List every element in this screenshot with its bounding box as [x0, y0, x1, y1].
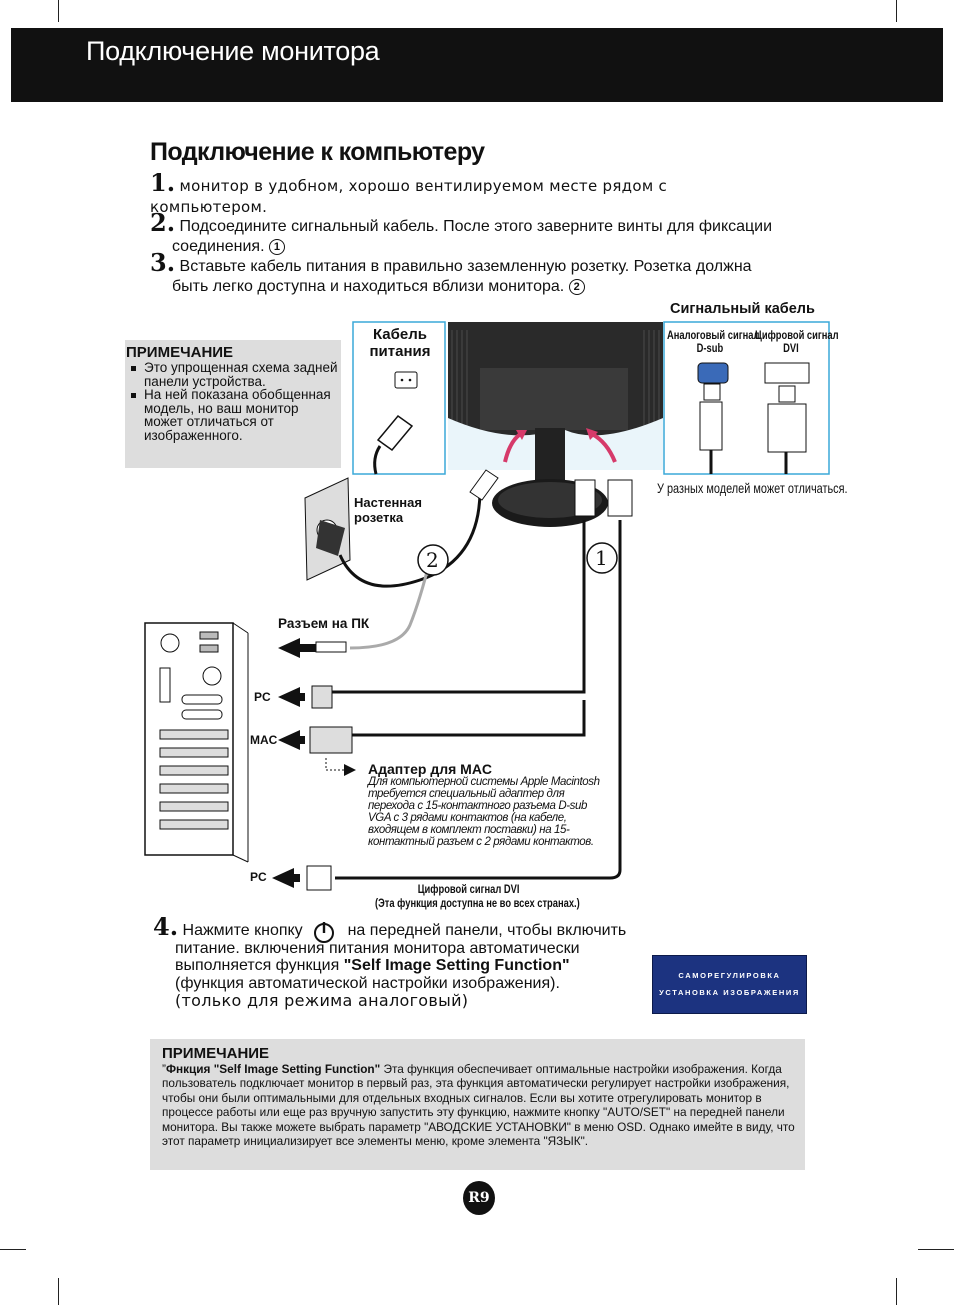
step-number: 4.: [153, 912, 179, 941]
step-text-emphasis: "Self Image Setting Function": [343, 957, 570, 974]
step-3: 3. Вставьте кабель питания в правильно з…: [150, 251, 830, 297]
step-number: 3.: [150, 248, 176, 277]
marker-2-label: 2: [426, 548, 439, 572]
note-title: ПРИМЕЧАНИЕ: [162, 1045, 270, 1062]
step-text: быть легко доступна и находиться вблизи …: [172, 278, 565, 295]
step-text: компьютером.: [150, 198, 268, 216]
pc-tower: [144, 622, 249, 863]
step-text: монитор в удобном, хорошо вентилируемом …: [179, 177, 668, 195]
dsub-connector-icon: [697, 362, 729, 474]
step-text: (только для режима аналоговый): [175, 991, 469, 1010]
arrow-left-icon: [278, 687, 305, 707]
step-text: (функция автоматической настройки изобра…: [175, 974, 560, 992]
pc-gray-cable: [349, 559, 432, 650]
osd-screen: САМОРЕГУЛИРОВКА УСТАНОВКА ИЗОБРАЖЕНИЯ: [652, 955, 807, 1014]
dvi-connector-icon: [764, 362, 810, 474]
crop-mark: [918, 1249, 954, 1250]
step-4: 4. Нажмите кнопку на передней панели, чт…: [153, 915, 643, 1011]
marker-2: 2: [568, 279, 585, 295]
mac-adapter-title: Адаптер для MAC: [368, 761, 493, 777]
osd-line: УСТАНОВКА ИЗОБРАЖЕНИЯ: [659, 988, 800, 997]
marker-1-label: 1: [595, 546, 608, 570]
signal-cable-label: Сигнальный кабель: [670, 301, 815, 317]
header-bar: [11, 28, 943, 102]
crop-mark: [58, 1278, 59, 1305]
crop-mark: [0, 1249, 26, 1250]
section-title: Подключение к компьютеру: [150, 138, 485, 166]
step-text: выполняется функция: [175, 957, 344, 974]
arrow-left-icon: [278, 638, 318, 658]
power-button-icon: [314, 922, 334, 943]
crop-mark: [896, 0, 897, 22]
step-text: Нажмите кнопку: [182, 922, 303, 939]
note-body: ”Фнкция "Self Image Setting Function" Эт…: [162, 1062, 795, 1149]
power-plug-drawing: [373, 371, 418, 475]
note-title: ПРИМЕЧАНИЕ: [126, 344, 234, 361]
step-text: питание. включения питания монитора авто…: [175, 939, 580, 957]
pc-dvi-label: PC: [250, 870, 267, 884]
pc-connector-label: Разъем на ПК: [278, 616, 370, 631]
step-number: 1.: [150, 168, 176, 197]
step-text: соединения.: [172, 238, 265, 255]
arrow-left-icon: [278, 730, 305, 750]
power-cable-box: [352, 321, 446, 475]
dvi-signal-cable: [335, 520, 622, 880]
note-text: Эта функция обеспечивает оптимальные нас…: [162, 1062, 795, 1149]
step-text: на передней панели, чтобы включить: [347, 922, 627, 939]
note-lead: Фнкция "Self Image Setting Function": [165, 1062, 381, 1076]
note-item: На ней показана обобщенная модель, но ва…: [131, 388, 339, 442]
mac-label: MAC: [250, 733, 278, 747]
power-cable: [338, 489, 482, 588]
page-number: R9: [463, 1181, 495, 1215]
step-number: 2.: [150, 208, 176, 237]
step-text: Вставьте кабель питания в правильно зазе…: [179, 258, 752, 275]
step-1: 1. монитор в удобном, хорошо вентилируем…: [150, 171, 830, 218]
note-box: ПРИМЕЧАНИЕ Это упрощенная схема задней п…: [125, 340, 341, 468]
osd-line: САМОРЕГУЛИРОВКА: [678, 971, 781, 980]
dvi-caption: Цифровой сигнал DVI(Эта функция доступна…: [375, 882, 580, 910]
arrow-left-icon: [272, 868, 300, 888]
note-list: Это упрощенная схема задней панели устро…: [131, 361, 339, 442]
step-2: 2. Подсоедините сигнальный кабель. После…: [150, 211, 830, 257]
wall-outlet-drawing: [304, 477, 351, 581]
crop-mark: [58, 0, 59, 22]
note-box-2: ПРИМЕЧАНИЕ ”Фнкция "Self Image Setting F…: [150, 1039, 805, 1170]
step-text: Подсоедините сигнальный кабель. После эт…: [179, 218, 773, 235]
page-title: Подключение монитора: [86, 36, 380, 66]
models-vary-note: У разных моделей может отличаться.: [657, 480, 848, 496]
crop-mark: [896, 1278, 897, 1305]
note-item: Это упрощенная схема задней панели устро…: [131, 361, 339, 388]
marker-1: 1: [268, 239, 285, 255]
dsub-signal-cable: [330, 520, 586, 694]
mac-adapter-description: Для компьютерной системы Apple Macintosh…: [368, 776, 600, 848]
pc-label: PC: [254, 690, 271, 704]
